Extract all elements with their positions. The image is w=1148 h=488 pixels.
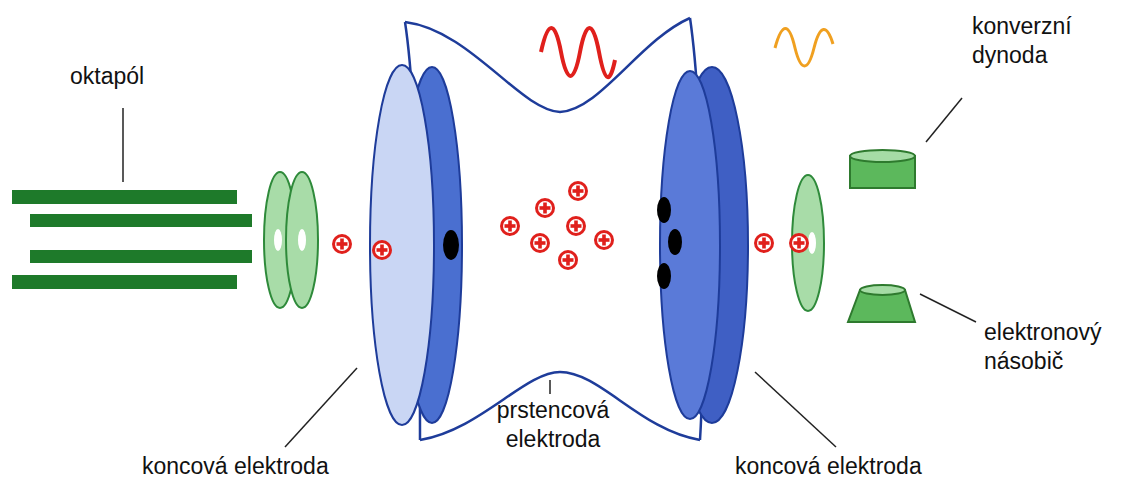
left-end-electrode (370, 65, 462, 425)
conversion-dynode (850, 150, 915, 188)
right-end-electrode (657, 67, 748, 423)
rf-wave (541, 28, 615, 77)
ions (332, 181, 809, 270)
electron-multiplier (848, 285, 915, 322)
part-label: koncová elektroda (142, 452, 329, 481)
ac-wave (775, 29, 833, 67)
part-label: konverzní dynoda (972, 12, 1122, 70)
part-label: elektronový násobič (984, 318, 1144, 376)
entrance-lenses (264, 172, 318, 308)
leader-lines (123, 98, 976, 447)
octopole-rods (12, 190, 252, 289)
part-label: oktapól (70, 62, 144, 91)
part-label: prstencová elektroda (478, 396, 628, 454)
part-label: koncová elektroda (735, 452, 922, 481)
